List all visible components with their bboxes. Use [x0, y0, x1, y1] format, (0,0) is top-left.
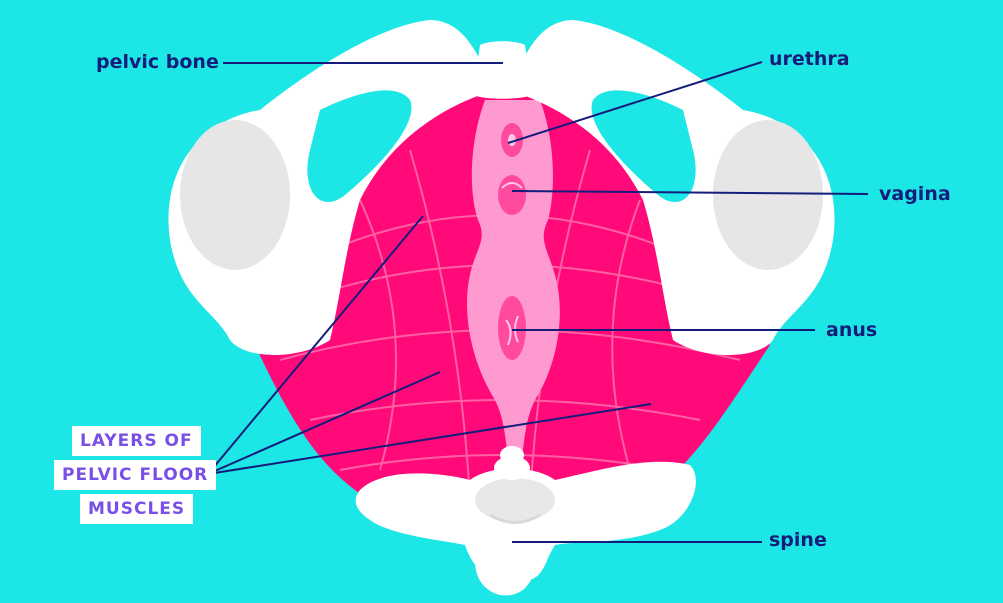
leader-vagina — [511, 190, 869, 195]
muscles-label-line-2: PELVIC FLOOR — [54, 460, 217, 490]
pelvic-bone — [168, 20, 835, 355]
vagina-label: vagina — [879, 183, 951, 205]
leader-muscle-2 — [207, 371, 441, 475]
muscles-label-line-1: LAYERS OF — [72, 426, 201, 456]
leader-urethra — [507, 61, 763, 144]
muscles-label-line-3: MUSCLES — [80, 494, 194, 524]
pelvic-bone-label: pelvic bone — [96, 51, 219, 73]
anus-opening — [498, 296, 526, 360]
anus-label: anus — [826, 319, 878, 341]
leader-lines — [207, 61, 869, 543]
spine — [355, 446, 696, 596]
spine-label: spine — [769, 529, 827, 551]
leader-muscle-1 — [207, 215, 424, 475]
leader-muscle-3 — [207, 403, 652, 475]
organ-column — [467, 100, 560, 455]
urethra-label: urethra — [769, 48, 850, 70]
vagina-opening — [498, 175, 526, 215]
